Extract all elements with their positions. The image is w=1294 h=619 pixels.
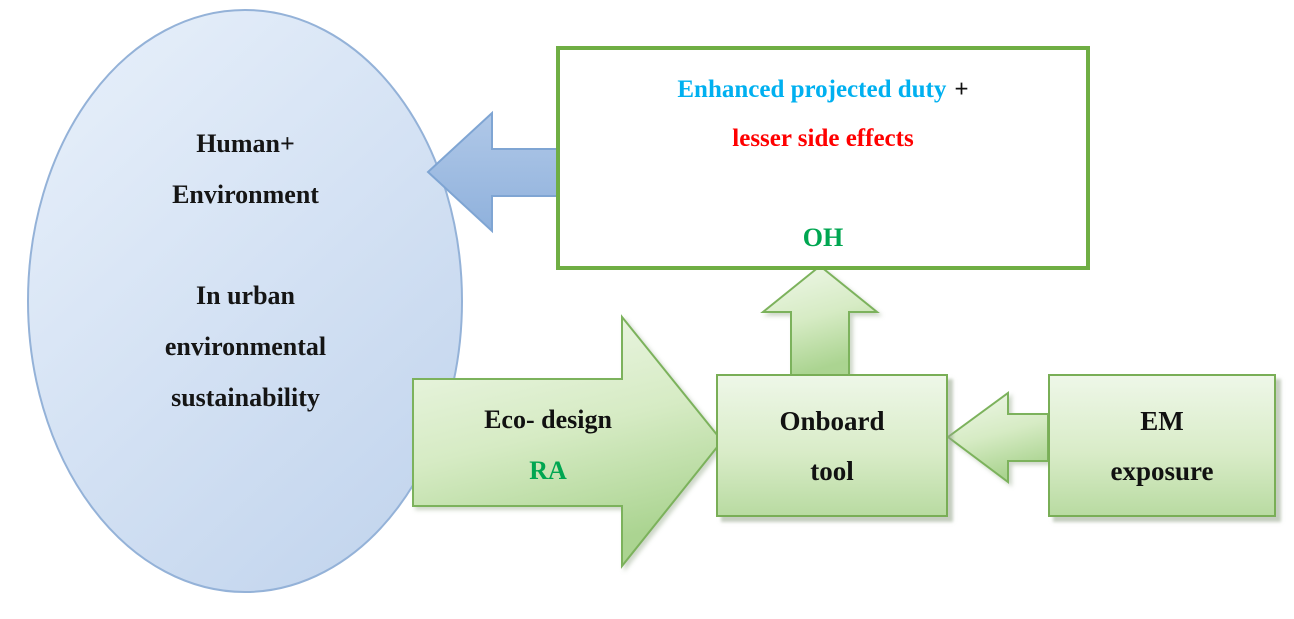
onboard-to-outcome-arrow [760,264,880,376]
ellipse-line-1: Human+ [196,129,295,158]
ellipse-line-5: sustainability [171,383,320,412]
onboard-tool-box: Onboard tool [716,374,948,517]
outcome-box: Enhanced projected duty + lesser side eff… [556,46,1090,270]
em-exposure-line-1: EM [1140,405,1184,436]
ellipse-line-4: environmental [164,332,327,361]
ellipse-line-3: In urban [196,281,295,310]
onboard-tool-line-1: Onboard [779,405,885,436]
em-exposure-box: EM exposure [1048,374,1276,517]
ellipse-line-2: Environment [172,180,319,209]
outcome-benefit-line: Enhanced projected duty + [560,74,1086,106]
lesser-side-effects-text: lesser side effects [732,125,914,152]
eco-design-arrow [412,314,724,569]
ellipse-text-spacer [58,220,433,270]
em-to-onboard-arrow [946,391,1049,484]
enhanced-duty-text: Enhanced projected duty [677,76,947,103]
plus-sign-text: + [954,76,969,103]
oh-text: OH [802,223,844,252]
outcome-to-human-arrow [426,110,558,234]
eco-design-label: Eco- design [484,405,612,434]
human-environment-ellipse [27,9,463,593]
onboard-tool-line-2: tool [810,455,854,486]
ra-label: RA [529,456,567,485]
human-environment-text: Human+ Environment In urban environmenta… [58,118,433,423]
em-exposure-line-2: exposure [1110,455,1214,486]
